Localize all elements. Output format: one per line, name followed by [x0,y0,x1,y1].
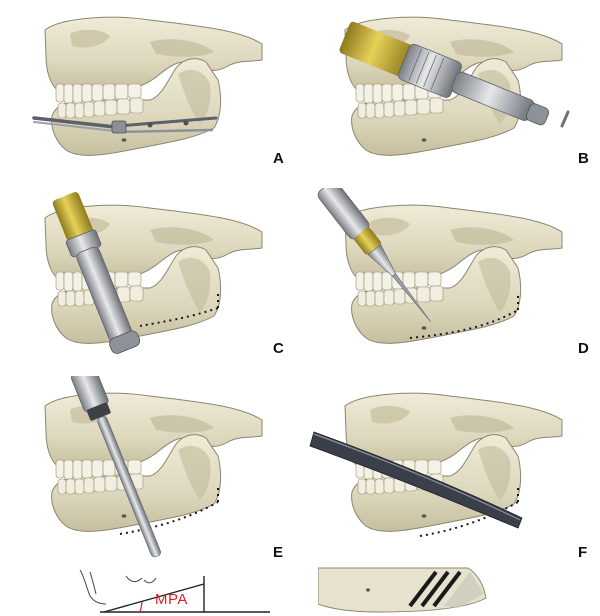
handpiece-icon [339,21,570,128]
saw-blade-icon [309,431,523,529]
panel-label-a: A [273,150,284,167]
panel-d [300,188,600,376]
skull-illustration-c [44,192,263,354]
caliper-icon [32,116,218,134]
panel-a [0,0,300,188]
piezo-tip-icon [317,188,432,323]
skull-illustration-f [309,392,563,537]
panel-label-b: B [578,150,589,167]
panel-c [0,188,300,376]
skull-illustration-e [44,376,263,558]
panel-label-d: D [578,340,589,357]
skull-illustration-d [317,188,563,344]
skull-illustration-b [339,16,570,156]
panel-e [0,376,300,564]
contra-angle-burr-icon [52,192,141,354]
straight-burr-icon [71,376,161,558]
panel-label-e: E [273,544,284,561]
mandible-cross-section [318,566,498,616]
mpa-schematic [60,566,280,616]
panel-f [300,376,600,564]
panel-label-f: F [578,544,588,561]
panel-label-c: C [273,340,284,357]
panel-b [300,0,600,188]
mpa-label: MPA [155,591,188,608]
skull-illustration-a [32,16,263,156]
